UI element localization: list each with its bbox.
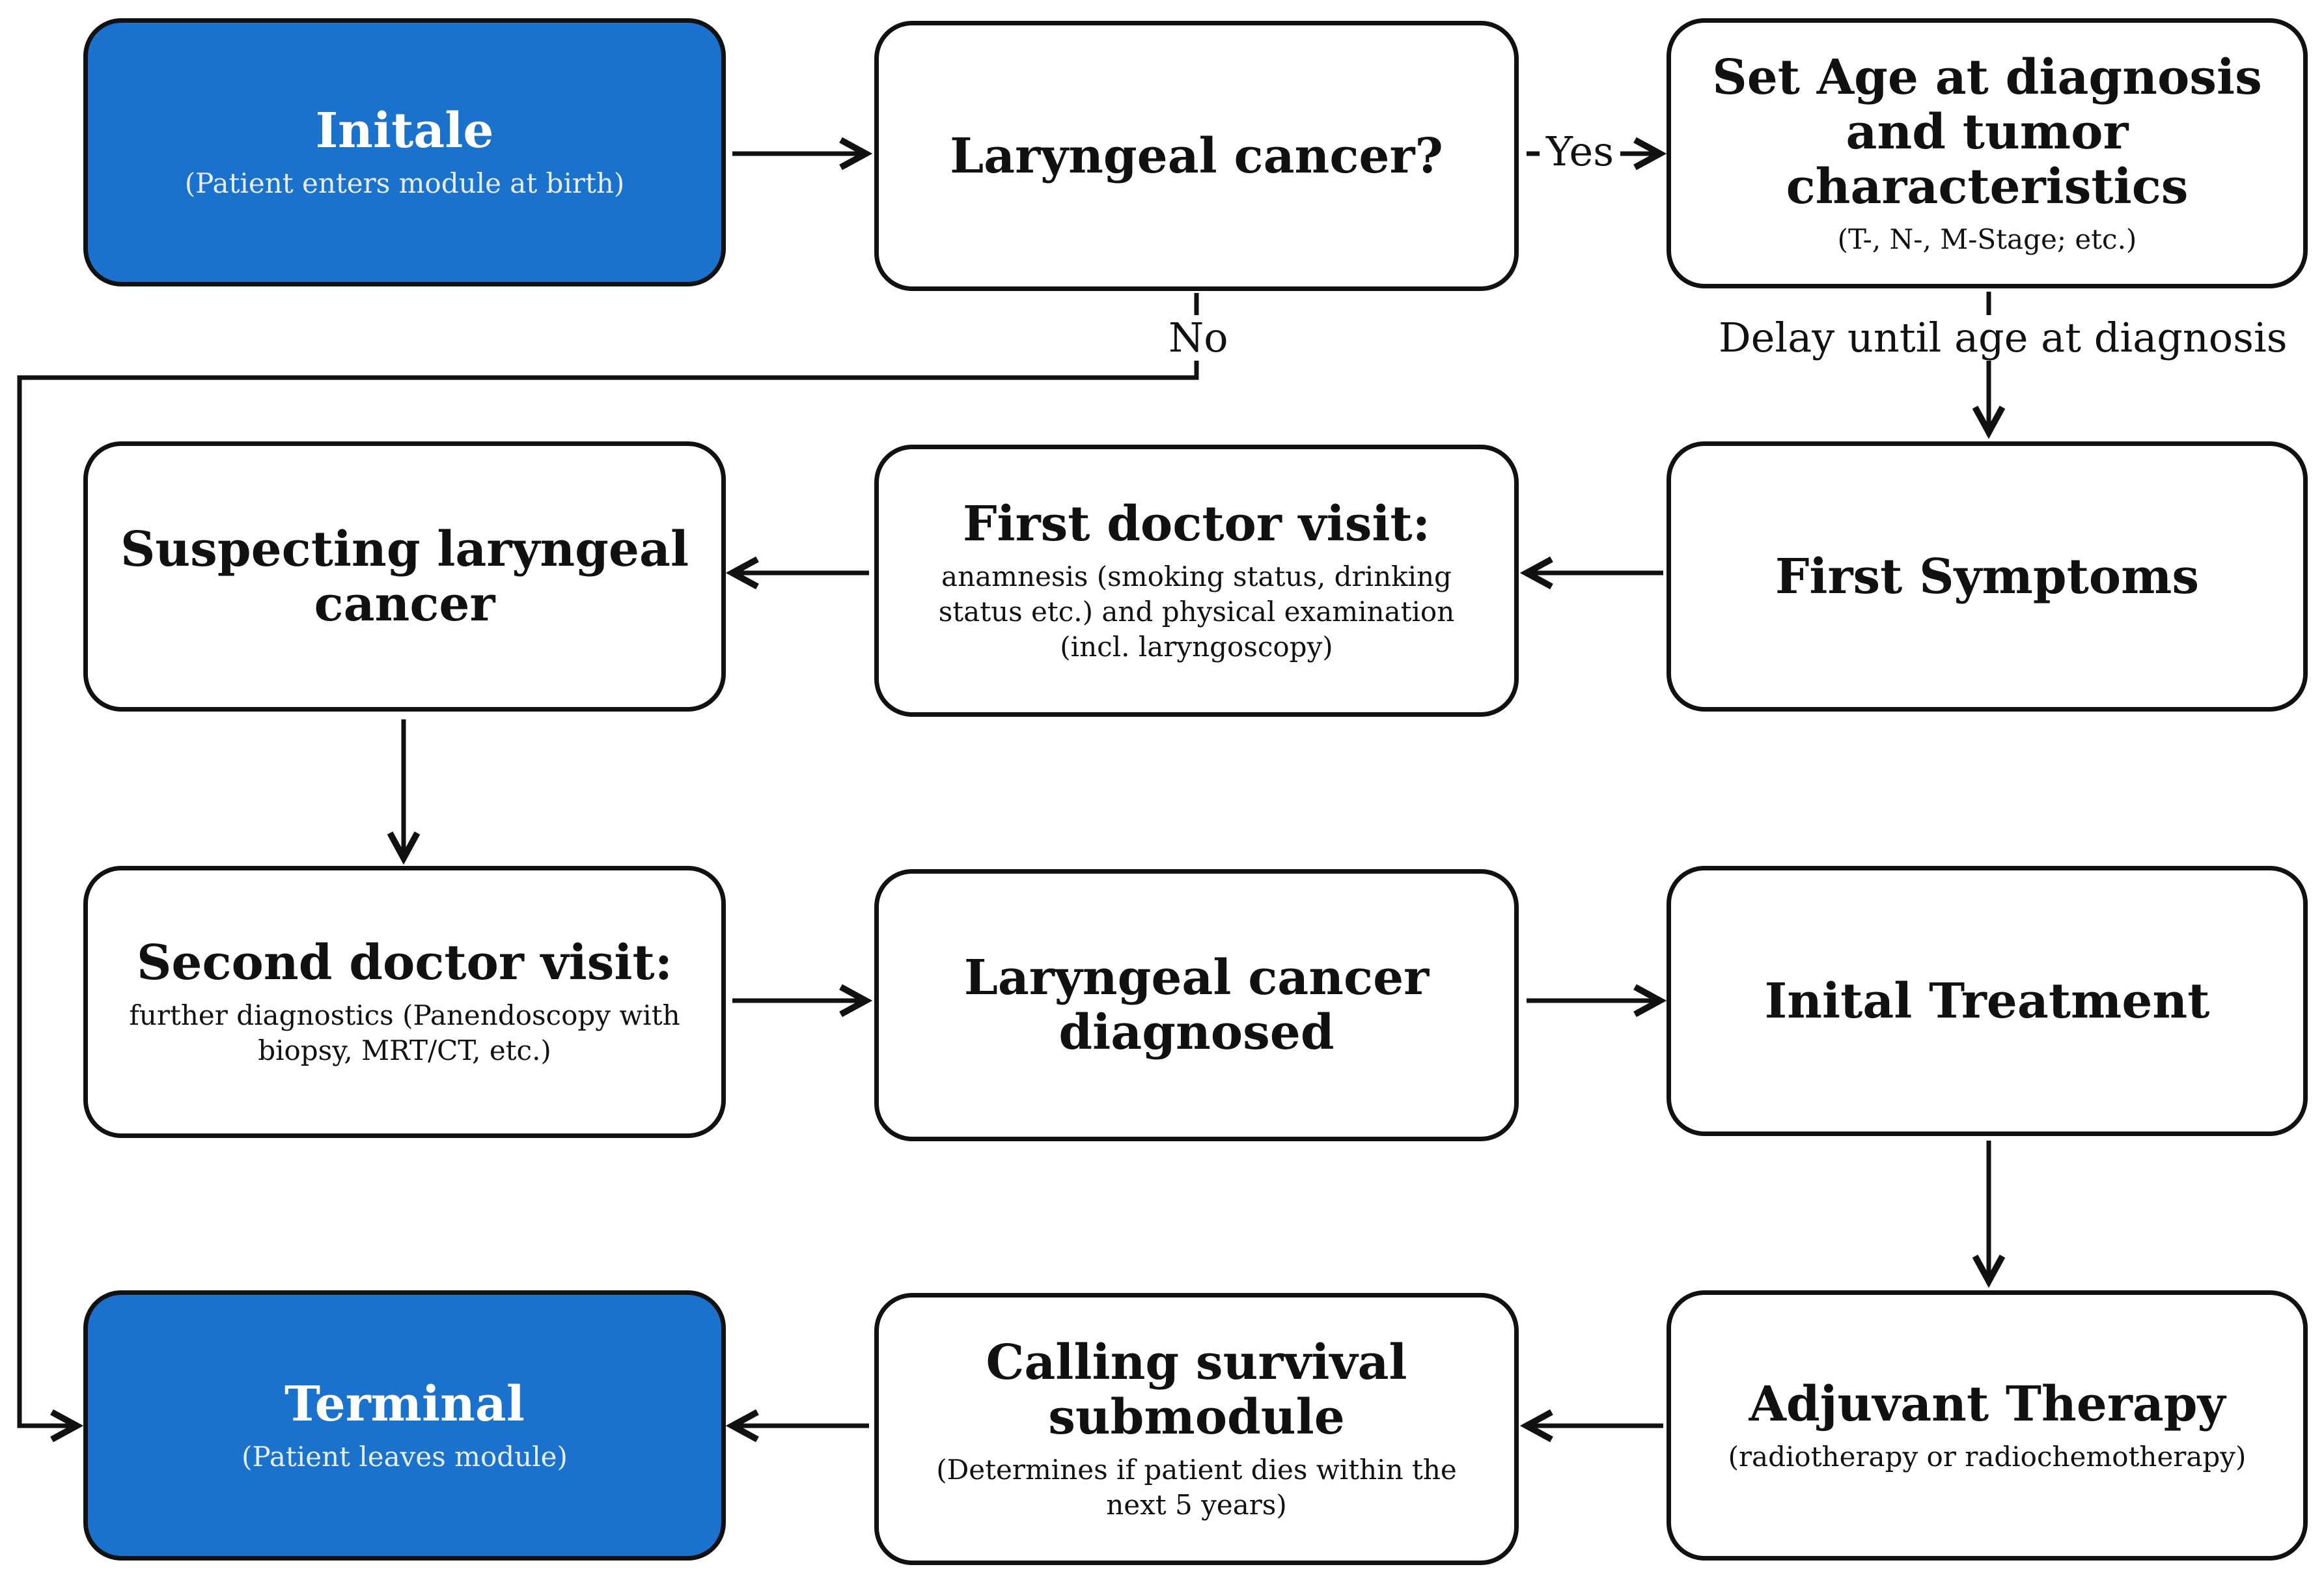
node-set-age-title: Set Age at diagnosis and tumor character…	[1712, 49, 2262, 215]
node-adjuvant-therapy: Adjuvant Therapy (radiotherapy or radioc…	[1667, 1290, 2308, 1561]
node-diagnosed-title: Laryngeal cancer diagnosed	[963, 950, 1430, 1061]
node-initale: Initale (Patient enters module at birth)	[83, 18, 726, 286]
node-suspecting: Suspecting laryngeal cancer	[83, 441, 726, 712]
node-second-doctor-visit-title: Second doctor visit:	[136, 935, 673, 991]
edge-label-delay: Delay until age at diagnosis	[1712, 315, 2294, 361]
node-first-doctor-visit: First doctor visit: anamnesis (smoking s…	[874, 445, 1519, 717]
node-set-age: Set Age at diagnosis and tumor character…	[1667, 18, 2308, 288]
node-survival-submodule: Calling survival submodule (Determines i…	[874, 1293, 1519, 1565]
node-suspecting-title: Suspecting laryngeal cancer	[120, 521, 689, 632]
node-first-doctor-visit-sub: anamnesis (smoking status, drinking stat…	[938, 561, 1455, 663]
node-terminal: Terminal (Patient leaves module)	[83, 1290, 726, 1561]
node-terminal-sub: (Patient leaves module)	[242, 1440, 568, 1473]
node-initial-treatment: Inital Treatment	[1667, 866, 2308, 1136]
node-initale-title: Initale	[315, 103, 494, 159]
node-diagnosed: Laryngeal cancer diagnosed	[874, 869, 1519, 1141]
edge-label-yes: Yes	[1540, 129, 1621, 174]
node-first-symptoms-title: First Symptoms	[1775, 548, 2200, 605]
node-first-doctor-visit-title: First doctor visit:	[962, 496, 1431, 552]
node-terminal-title: Terminal	[284, 1376, 525, 1432]
node-first-symptoms: First Symptoms	[1667, 441, 2308, 712]
edge-label-no: No	[1162, 315, 1235, 361]
node-survival-submodule-sub: (Determines if patient dies within the n…	[936, 1454, 1457, 1521]
node-second-doctor-visit-sub: further diagnostics (Panendoscopy with b…	[129, 999, 680, 1066]
node-initial-treatment-title: Inital Treatment	[1764, 973, 2210, 1029]
node-laryngeal-cancer-question: Laryngeal cancer?	[874, 21, 1519, 291]
node-adjuvant-therapy-sub: (radiotherapy or radiochemotherapy)	[1728, 1440, 2247, 1473]
node-set-age-sub: (T-, N-, M-Stage; etc.)	[1837, 223, 2137, 255]
node-adjuvant-therapy-title: Adjuvant Therapy	[1749, 1376, 2226, 1432]
node-initale-sub: (Patient enters module at birth)	[184, 167, 625, 199]
node-second-doctor-visit: Second doctor visit: further diagnostics…	[83, 866, 726, 1138]
node-laryngeal-cancer-question-title: Laryngeal cancer?	[950, 128, 1443, 184]
node-survival-submodule-title: Calling survival submodule	[986, 1335, 1407, 1445]
